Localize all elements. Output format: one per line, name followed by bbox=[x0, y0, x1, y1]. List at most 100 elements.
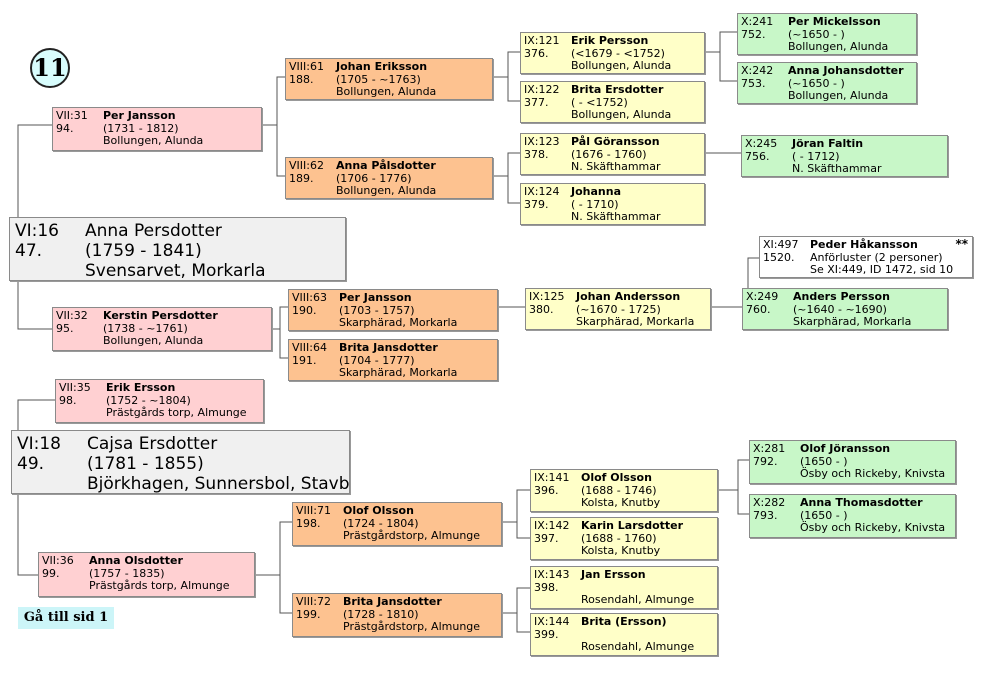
person-place: Skarphärad, Morkarla bbox=[576, 315, 695, 328]
person-place: Prästgårdstorp, Almunge bbox=[343, 620, 481, 633]
person-number: 95. bbox=[56, 321, 74, 335]
person-name: Brita Ersdotter bbox=[571, 83, 664, 96]
person-name: Karin Larsdotter bbox=[581, 519, 684, 532]
person-name: Brita Jansdotter bbox=[343, 595, 442, 608]
person-name: Anna Olsdotter bbox=[89, 554, 183, 567]
person-number: 191. bbox=[292, 353, 317, 367]
person-number: 1520. bbox=[763, 250, 795, 264]
person-place: Rosendahl, Almunge bbox=[581, 593, 695, 606]
person-code: VII:36 bbox=[42, 554, 74, 567]
person-place: Rosendahl, Almunge bbox=[581, 640, 695, 653]
person-code: VIII:63 bbox=[292, 291, 327, 304]
person-name: Per Mickelsson bbox=[788, 15, 881, 28]
person-place: Skarphärad, Morkarla bbox=[339, 366, 458, 379]
person-years: (~1640 - ~1690) bbox=[793, 302, 887, 316]
person-years: (1759 - 1841) bbox=[85, 241, 202, 261]
person-number: 198. bbox=[296, 516, 321, 530]
person-place: Ösby och Rickeby, Knivsta bbox=[800, 521, 946, 534]
person-place: Kolsta, Knutby bbox=[581, 496, 661, 509]
person-number: 190. bbox=[292, 303, 317, 317]
person-number: 793. bbox=[753, 508, 778, 522]
person-place: Kolsta, Knutby bbox=[581, 544, 661, 557]
person-place: Bollungen, Alunda bbox=[336, 85, 437, 98]
person-place: N. Skäfthammar bbox=[571, 160, 661, 173]
person-place: Bollungen, Alunda bbox=[788, 40, 889, 53]
person-number: 99. bbox=[42, 566, 60, 580]
person-years: (~1650 - ) bbox=[788, 76, 845, 90]
person-number: 756. bbox=[745, 149, 770, 163]
person-code: IX:125 bbox=[529, 290, 565, 303]
person-code: IX:123 bbox=[524, 135, 560, 148]
person-years: (1728 - 1810) bbox=[343, 607, 419, 621]
person-years: (1650 - ) bbox=[800, 508, 848, 522]
person-code: VIII:71 bbox=[296, 504, 331, 517]
person-place: Bollungen, Alunda bbox=[336, 184, 437, 197]
person-name: Anders Persson bbox=[793, 290, 890, 303]
person-name: Peder Håkansson bbox=[810, 238, 918, 251]
person-name: Kerstin Persdotter bbox=[103, 309, 218, 322]
person-place: Skarphärad, Morkarla bbox=[339, 316, 458, 329]
person-years: (1704 - 1777) bbox=[339, 353, 415, 367]
person-place: Bollungen, Alunda bbox=[103, 134, 204, 147]
person-name: Johan Eriksson bbox=[336, 60, 428, 73]
person-years: (1752 - ~1804) bbox=[106, 393, 191, 407]
person-place: Björkhagen, Sunnersbol, Stavby bbox=[87, 474, 350, 494]
person-place: Bollungen, Alunda bbox=[103, 334, 204, 347]
person-number: 94. bbox=[56, 121, 74, 135]
person-code: VIII:72 bbox=[296, 595, 331, 608]
ancestor-loss-stars: ** bbox=[955, 237, 968, 251]
person-code: VI:16 bbox=[15, 221, 60, 241]
person-code: VII:31 bbox=[56, 109, 88, 122]
person-name: Olof Olsson bbox=[581, 471, 652, 484]
person-code: VII:32 bbox=[56, 309, 88, 322]
person-name: Erik Ersson bbox=[106, 381, 176, 394]
person-years: (1688 - 1760) bbox=[581, 531, 657, 545]
person-years: (1688 - 1746) bbox=[581, 483, 657, 497]
goto-page-1-link[interactable]: Gå till sid 1 bbox=[18, 607, 114, 629]
person-code: IX:143 bbox=[534, 568, 570, 581]
person-number: 378. bbox=[524, 147, 549, 161]
person-code: VIII:62 bbox=[289, 159, 324, 172]
person-years: (1650 - ) bbox=[800, 454, 848, 468]
person-name: Olof Jöransson bbox=[800, 442, 891, 455]
person-name: Olof Olsson bbox=[343, 504, 414, 517]
person-number: 49. bbox=[17, 454, 45, 474]
person-number: 98. bbox=[59, 393, 77, 407]
person-number: 752. bbox=[741, 27, 766, 41]
person-place: Prästgårds torp, Almunge bbox=[89, 579, 230, 592]
person-code: X:242 bbox=[741, 64, 774, 77]
person-code: IX:142 bbox=[534, 519, 570, 532]
person-number: 376. bbox=[524, 46, 549, 60]
person-years: (1781 - 1855) bbox=[87, 454, 204, 474]
person-code: X:281 bbox=[753, 442, 786, 455]
